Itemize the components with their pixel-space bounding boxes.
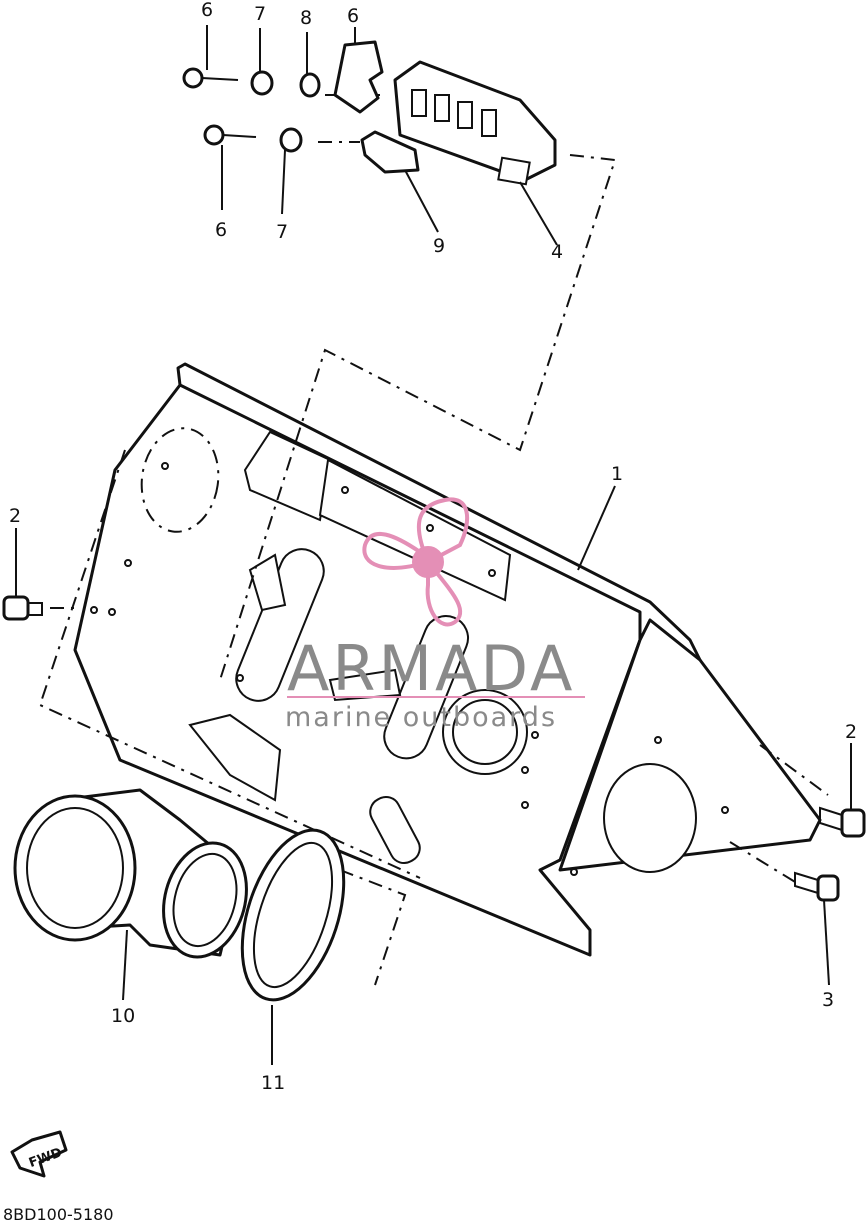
washer-part-7-lower (279, 127, 303, 153)
callout-10: 10 (111, 1005, 135, 1027)
bolt-part-2-right (819, 806, 866, 838)
callout-7-top: 7 (254, 3, 266, 25)
watermark-title: ARMADA (287, 632, 575, 705)
callout-leaders (15, 25, 852, 1065)
callout-7-bottom: 7 (276, 221, 288, 243)
bolt-part-3 (794, 871, 840, 902)
fwd-arrow: FWD (10, 1130, 68, 1178)
screw-part-6-upper (182, 67, 239, 89)
watermark-subtitle: marine outboards (285, 702, 557, 733)
armada-watermark: ARMADA marine outboards (285, 497, 585, 733)
callout-4: 4 (551, 241, 563, 263)
washer-part-7-upper (250, 70, 274, 96)
callout-6-top-right: 6 (347, 5, 359, 27)
clip-part-9 (360, 130, 420, 174)
callout-11: 11 (261, 1072, 285, 1094)
diagram-code: 8BD100-5180 (3, 1205, 114, 1222)
connector-bracket-part-6 (333, 40, 384, 114)
callout-1: 1 (611, 463, 623, 485)
callout-2-right: 2 (845, 721, 857, 743)
bolt-part-2-left (2, 595, 43, 621)
callout-8: 8 (300, 7, 312, 29)
mounting-holes (90, 462, 729, 876)
callout-3: 3 (822, 989, 834, 1011)
callout-2-left: 2 (9, 505, 21, 527)
propeller-logo (362, 497, 469, 627)
elbow-duct-part-10 (13, 788, 248, 959)
washer-part-8 (299, 72, 321, 98)
callout-6-bottom: 6 (215, 219, 227, 241)
grommet-ring-part-11 (240, 828, 346, 1002)
callout-numbers: 6 7 8 6 6 7 9 4 1 2 2 3 10 11 (9, 0, 857, 1094)
screw-part-6-lower (203, 124, 257, 146)
bracket-part-1 (73, 362, 822, 957)
terminal-block-part-4 (393, 60, 557, 186)
callout-6-top-left: 6 (201, 0, 213, 21)
callout-9: 9 (433, 235, 445, 257)
